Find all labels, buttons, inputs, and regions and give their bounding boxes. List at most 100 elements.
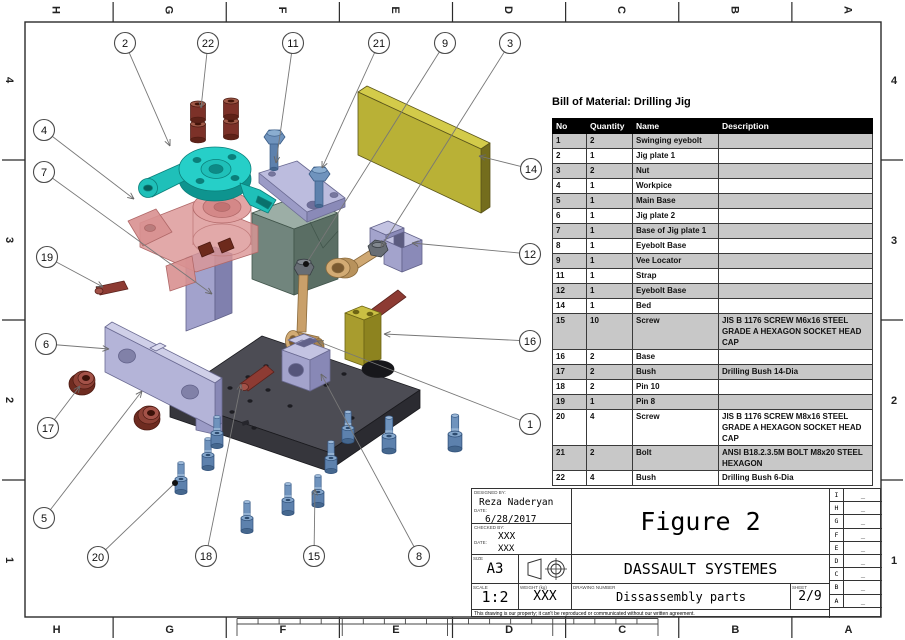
part-bed [357,85,491,214]
size-label: SIZE [473,556,484,561]
balloon-12: 12 [518,242,542,266]
drawing-number-value: Dissassembly parts [615,589,747,604]
bom-col-header: Name [632,118,719,134]
balloon-1: 1 [518,412,542,436]
balloon-15: 15 [302,544,326,568]
revision-row: F_ [830,528,882,542]
svg-text:12: 12 [524,249,536,261]
part-pin-base [239,364,275,392]
revision-row: A_ [830,594,882,608]
svg-text:3: 3 [507,38,513,50]
part-workpiece [127,190,259,292]
svg-text:8: 8 [416,551,422,563]
bom-cell: 9 [552,253,587,269]
bom-cell: Base of Jig plate 1 [632,223,719,239]
balloon-14: 14 [519,157,543,181]
balloon-20: 20 [86,545,110,569]
zone-label: 4 [891,75,898,87]
bom-cell: Jig plate 2 [632,208,719,224]
bom-cell: 2 [586,163,633,179]
bom-cell: Pin 10 [632,379,719,395]
bom-cell: Eyebolt Base [632,283,719,299]
bom-cell: 1 [586,208,633,224]
bom-cell: 7 [552,223,587,239]
bom-cell: 1 [586,223,633,239]
weight-cell: WEIGHT (kg) XXX [519,583,572,609]
bom-cell: 2 [552,148,587,164]
svg-text:19: 19 [41,252,53,264]
zone-label: E [389,6,401,13]
part-bush-6dia [190,97,239,144]
bom-cell [718,223,873,239]
balloon-9: 9 [433,31,457,55]
balloon-18: 18 [194,544,218,568]
bom-cell [718,394,873,410]
svg-text:7: 7 [41,167,47,179]
bom-cell: Screw [632,313,719,350]
bom-cell: Workpice [632,178,719,194]
zone-label: 3 [3,237,15,243]
bom-cell: 1 [586,298,633,314]
bom-cell: Bush [632,470,719,486]
balloon-7: 7 [32,160,56,184]
bom-cell: JIS B 1176 SCREW M8x16 STEEL GRADE A HEX… [718,409,873,446]
revision-value: _ [860,530,866,539]
svg-text:11: 11 [287,38,298,50]
revision-letter: I [830,489,844,502]
revision-value: _ [860,517,866,526]
bom-cell: 17 [552,364,587,380]
bom-title: Bill of Material: Drilling Jig [552,96,691,108]
bom-cell [718,349,873,365]
bom-cell [718,283,873,299]
part-strap [258,160,346,223]
bom-cell: JIS B 1176 SCREW M6x16 STEEL GRADE A HEX… [718,313,873,350]
bom-cell: 14 [552,298,587,314]
bom-cell: 21 [552,445,587,471]
first-angle-projection-icon [527,558,567,580]
exploded-view [68,85,491,535]
bom-cell: 4 [552,178,587,194]
drawing-number-label: DRAWING NUMBER [573,585,616,590]
revision-row: B_ [830,581,882,595]
date1-value: 6/28/2017 [485,514,537,525]
designer-cell: DESIGNED BY: Reza Naderyan DATE: 6/28/20… [472,489,572,554]
bom-cell: Eyebolt Base [632,238,719,254]
svg-text:6: 6 [43,339,49,351]
bom-cell: 2 [586,364,633,380]
balloon-4: 4 [32,118,56,142]
bom-cell: Main Base [632,193,719,209]
revision-row: I_ [830,489,882,503]
bom-cell: Strap [632,268,719,284]
zone-label: 2 [891,395,897,407]
bom-cell: 1 [586,253,633,269]
svg-text:16: 16 [524,336,536,348]
bom-cell: Bolt [632,445,719,471]
bom-cell: Swinging eyebolt [632,133,719,149]
bom-col-header: Quantity [586,118,633,134]
bom-cell [718,208,873,224]
bom-cell: 18 [552,379,587,395]
revision-value: _ [860,557,866,566]
bom-cell: 1 [586,238,633,254]
bom-cell: 1 [586,268,633,284]
zone-label: H [50,6,62,14]
bom-cell: 2 [586,379,633,395]
bom-cell: 12 [552,283,587,299]
zone-label: 1 [891,555,897,567]
balloon-17: 17 [36,416,60,440]
svg-text:9: 9 [442,38,448,50]
zone-label: H [53,624,61,636]
bom-cell [718,298,873,314]
balloon-6: 6 [34,332,58,356]
bom-cell [718,193,873,209]
bom-cell [718,133,873,149]
weight-value: XXX [533,589,557,604]
revision-letter: B [830,581,844,594]
size-value: A3 [486,561,504,577]
